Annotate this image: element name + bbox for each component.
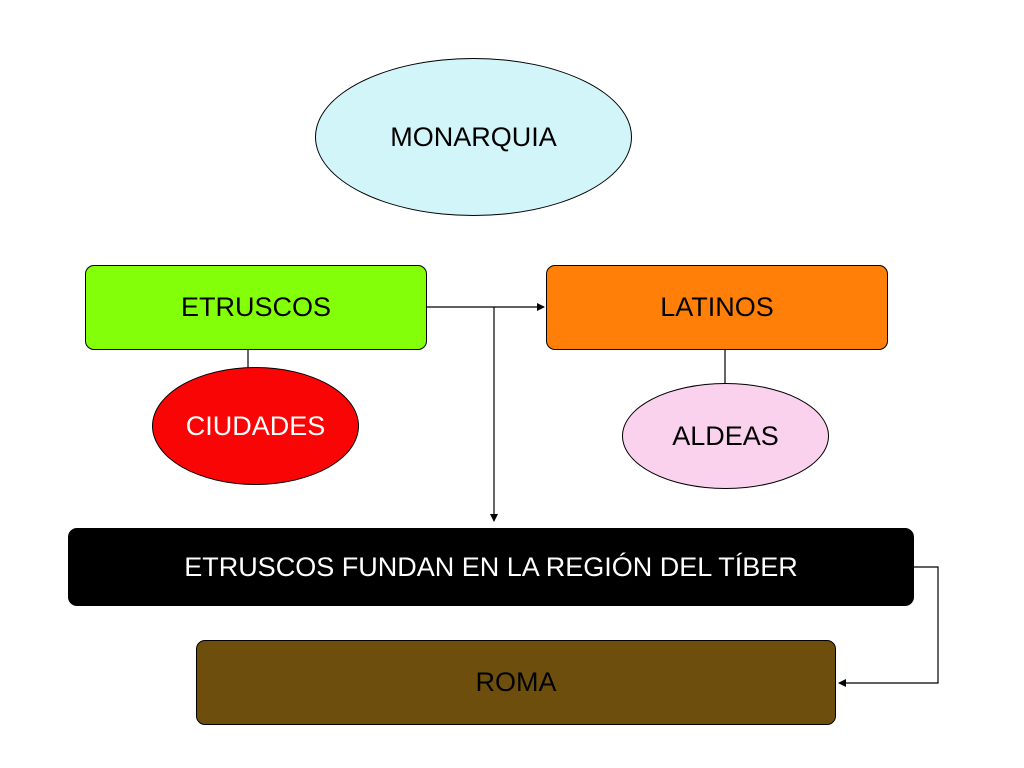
edge-fundan-roma — [838, 566, 939, 687]
node-monarquia-label: MONARQUIA — [390, 121, 557, 152]
node-roma: ROMA — [196, 640, 836, 725]
node-latinos: LATINOS — [546, 265, 888, 350]
node-fundan: ETRUSCOS FUNDAN EN LA REGIÓN DEL TÍBER — [68, 528, 914, 606]
node-etruscos-label: ETRUSCOS — [180, 292, 332, 322]
node-monarquia: MONARQUIA — [315, 58, 632, 216]
node-roma-label: ROMA — [475, 667, 557, 697]
node-ciudades: CIUDADES — [152, 367, 359, 485]
node-aldeas: ALDEAS — [622, 383, 829, 489]
node-etruscos: ETRUSCOS — [85, 265, 427, 350]
node-latinos-label: LATINOS — [660, 292, 774, 322]
node-aldeas-label: ALDEAS — [672, 420, 779, 451]
node-fundan-label: ETRUSCOS FUNDAN EN LA REGIÓN DEL TÍBER — [184, 551, 798, 582]
node-ciudades-label: CIUDADES — [185, 410, 326, 441]
